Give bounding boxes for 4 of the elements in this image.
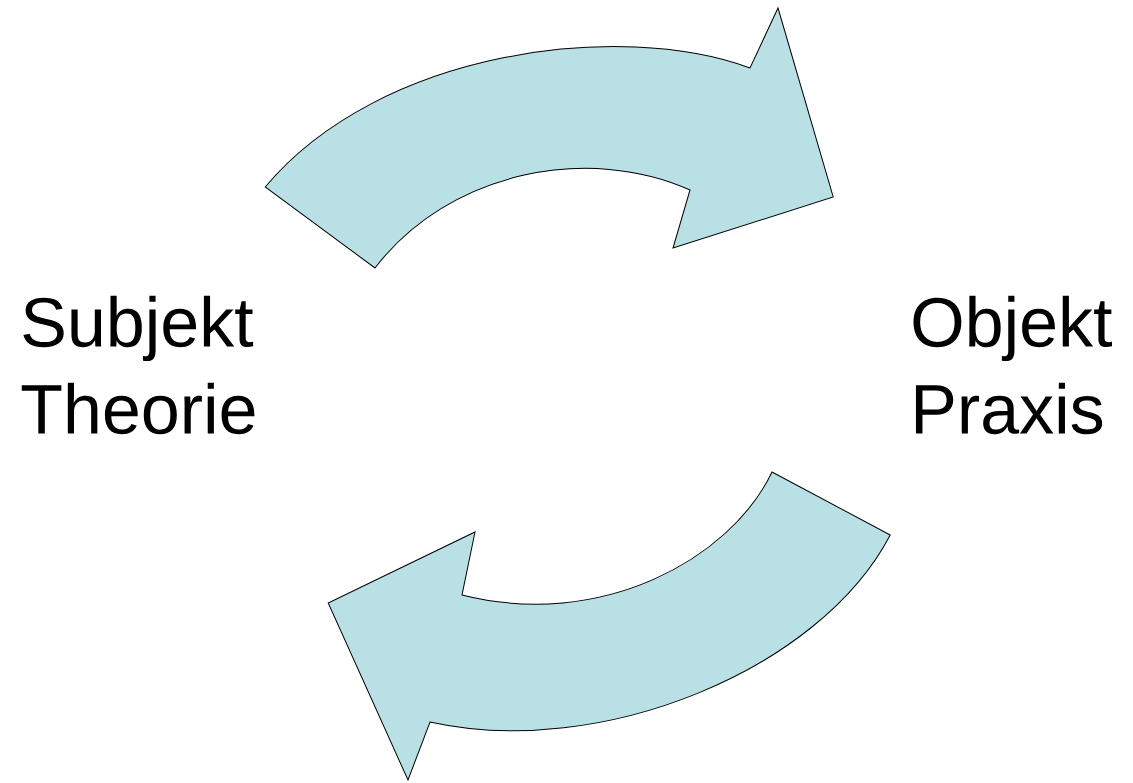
concept-label: Subjekt Theorie bbox=[21, 295, 255, 435]
curved-arrow bbox=[327, 471, 891, 781]
curved-arrow bbox=[264, 7, 834, 269]
concept-label: Objekt Praxis bbox=[913, 295, 1112, 435]
